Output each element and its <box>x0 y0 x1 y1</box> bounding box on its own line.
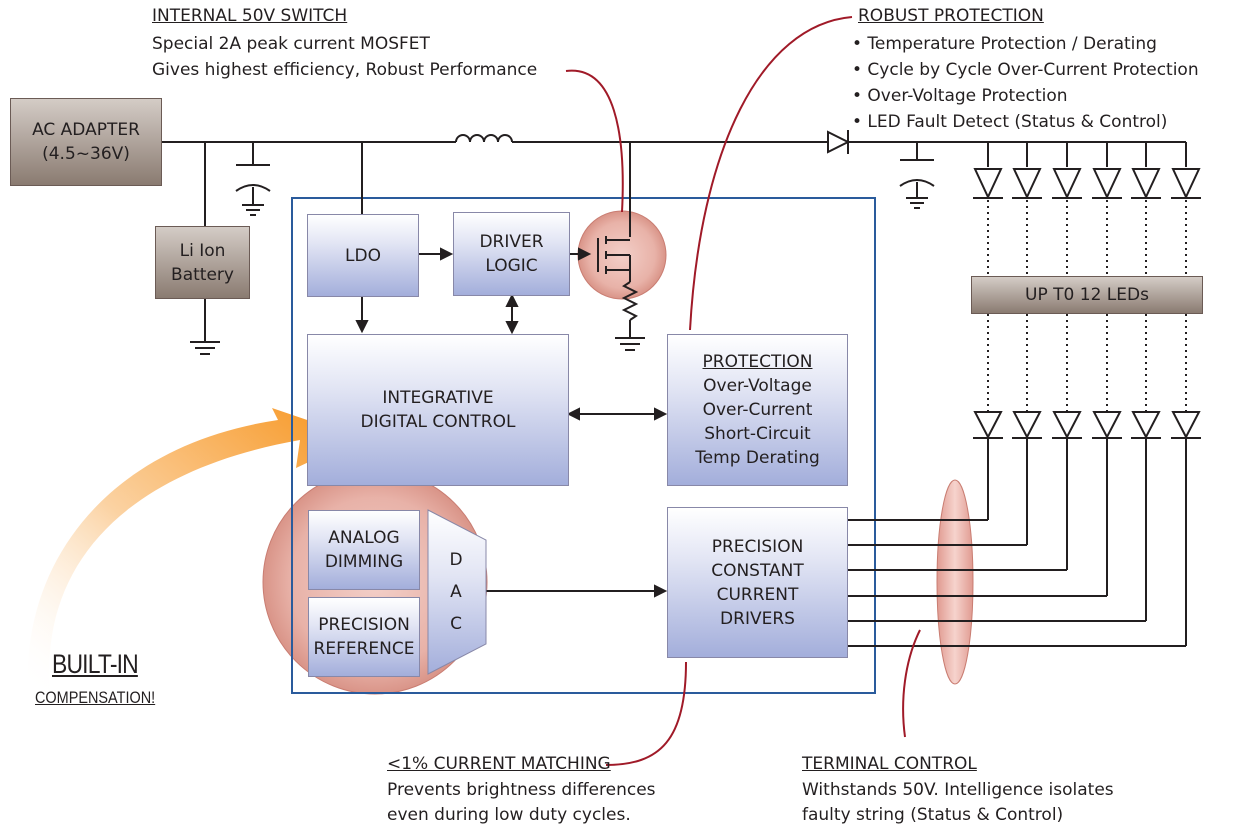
protection-item: Temp Derating <box>695 448 820 468</box>
terminal-callout-line2: faulty string (Status & Control) <box>802 805 1064 825</box>
protection-item: Over-Voltage <box>703 376 812 396</box>
current-drivers-block: PRECISION CONSTANT CURRENT DRIVERS <box>667 507 848 658</box>
ldo-label: LDO <box>345 245 381 266</box>
battery-label-line2: Battery <box>171 264 234 285</box>
protection-callout-item: • Cycle by Cycle Over-Current Protection <box>852 60 1199 80</box>
digital-control-line1: INTEGRATIVE <box>382 388 494 408</box>
precision-reference-line2: REFERENCE <box>313 639 415 659</box>
protection-block-title: PROTECTION <box>702 352 813 372</box>
driver-logic-block: DRIVER LOGIC <box>453 212 570 296</box>
dac-block <box>427 509 487 675</box>
switch-callout-title: INTERNAL 50V SWITCH <box>152 6 348 26</box>
protection-block: PROTECTION Over-Voltage Over-Current Sho… <box>667 334 848 486</box>
analog-dimming-line2: DIMMING <box>324 552 404 572</box>
precision-reference-block: PRECISION REFERENCE <box>308 597 420 677</box>
ac-adapter-block: AC ADAPTER (4.5~36V) <box>10 98 162 186</box>
battery-label-line1: Li Ion <box>179 240 226 261</box>
led-count-banner: UP T0 12 LEDs <box>971 276 1203 314</box>
battery-ground-icon <box>190 341 220 355</box>
mosfet-icon <box>597 236 631 274</box>
dac-letter: D <box>449 550 463 570</box>
ic-boundary <box>291 197 876 694</box>
protection-callout-title: ROBUST PROTECTION <box>858 6 1044 26</box>
drivers-line: PRECISION <box>711 536 804 557</box>
ac-adapter-label: AC ADAPTER <box>32 120 140 140</box>
switch-ground-icon <box>615 337 645 351</box>
digital-control-block: INTEGRATIVE DIGITAL CONTROL <box>307 334 569 486</box>
protection-callout-item: • Temperature Protection / Derating <box>852 34 1157 54</box>
matching-callout-line1: Prevents brightness differences <box>387 780 656 800</box>
input-capacitor <box>235 164 271 216</box>
ac-adapter-range: (4.5~36V) <box>42 144 130 164</box>
drivers-line: DRIVERS <box>720 608 795 629</box>
protection-item: Short-Circuit <box>704 424 811 444</box>
terminal-callout-line1: Withstands 50V. Intelligence isolates <box>802 780 1114 800</box>
matching-callout-title: <1% CURRENT MATCHING <box>387 754 611 774</box>
analog-dimming-line1: ANALOG <box>328 528 400 548</box>
drivers-line: CONSTANT <box>711 560 804 581</box>
battery-block: Li Ion Battery <box>155 226 250 299</box>
terminal-lens <box>936 479 974 685</box>
ldo-block: LDO <box>307 214 419 297</box>
dac-letter: A <box>450 582 462 602</box>
driver-logic-line1: DRIVER <box>479 232 544 252</box>
builtin-title: BUILT-IN <box>52 649 139 679</box>
callout-leaders <box>565 16 921 766</box>
protection-callout-item: • LED Fault Detect (Status & Control) <box>852 112 1168 132</box>
analog-dimming-block: ANALOG DIMMING <box>308 510 420 590</box>
switch-callout-line2: Gives highest efficiency, Robust Perform… <box>152 60 538 80</box>
driver-logic-line2: LOGIC <box>485 256 538 276</box>
precision-reference-line1: PRECISION <box>318 615 410 635</box>
drivers-line: CURRENT <box>716 584 799 605</box>
protection-item: Over-Current <box>702 400 813 420</box>
output-capacitor <box>899 159 935 209</box>
output-diode-icon <box>827 130 851 154</box>
protection-callout-item: • Over-Voltage Protection <box>852 86 1068 106</box>
matching-callout-line2: even during low duty cycles. <box>387 805 631 825</box>
led-count-label: UP T0 12 LEDs <box>1025 285 1149 305</box>
terminal-callout-title: TERMINAL CONTROL <box>802 754 977 774</box>
led-row-bottom <box>973 411 1201 440</box>
dac-letter: C <box>450 614 462 634</box>
dac-label: D A C <box>440 540 472 644</box>
led-row-top <box>973 168 1201 200</box>
digital-control-line2: DIGITAL CONTROL <box>360 412 516 432</box>
switch-callout-line1: Special 2A peak current MOSFET <box>152 34 430 54</box>
builtin-subtitle: COMPENSATION! <box>35 688 156 707</box>
